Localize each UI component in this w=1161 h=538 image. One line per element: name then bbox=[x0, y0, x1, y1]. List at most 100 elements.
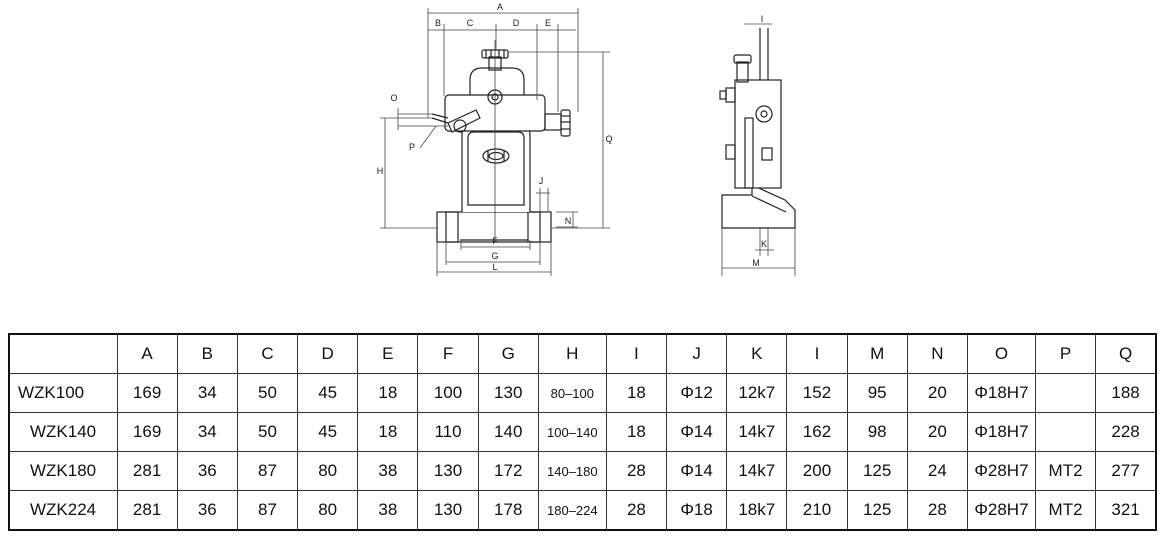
side-view bbox=[719, 28, 796, 229]
table-cell: 38 bbox=[357, 490, 419, 531]
table-cell: Φ18H7 bbox=[966, 373, 1036, 413]
table-cell: 14k7 bbox=[726, 412, 788, 452]
dim-label-q: Q bbox=[605, 134, 612, 144]
table-cell: 140 bbox=[477, 412, 539, 452]
model-cell: WZK100 bbox=[8, 373, 118, 413]
table-cell: Φ18 bbox=[665, 490, 728, 531]
model-cell: WZK140 bbox=[8, 412, 118, 452]
table-cell: Φ28H7 bbox=[966, 490, 1036, 531]
table-cell: Φ28H7 bbox=[966, 451, 1036, 491]
table-cell: 34 bbox=[176, 412, 238, 452]
technical-drawing: A B C D E O P H Q J N F G L bbox=[377, 2, 796, 276]
table-cell: 172 bbox=[477, 451, 539, 491]
table-cell: 277 bbox=[1095, 451, 1157, 491]
side-dimension-labels: I K M bbox=[752, 14, 767, 268]
header-j: J bbox=[665, 333, 728, 374]
table-cell: 18 bbox=[357, 373, 419, 413]
header-d: D bbox=[297, 333, 359, 374]
dim-label-e: E bbox=[545, 18, 551, 28]
dim-label-g: G bbox=[491, 251, 498, 261]
table-cell: 125 bbox=[846, 451, 908, 491]
header-i: I bbox=[605, 333, 668, 374]
table-cell: 169 bbox=[116, 412, 178, 452]
front-dimensions bbox=[380, 8, 610, 276]
dim-label-b: B bbox=[435, 18, 441, 28]
table-cell: 36 bbox=[176, 451, 238, 491]
dim-label-c: C bbox=[467, 18, 474, 28]
dim-label-h: H bbox=[377, 166, 384, 176]
table-cell: 80–100 bbox=[537, 373, 607, 413]
table-cell: 18k7 bbox=[726, 490, 788, 531]
table-cell: 20 bbox=[906, 412, 968, 452]
table-cell: 18 bbox=[605, 373, 668, 413]
header-e: E bbox=[357, 333, 419, 374]
table-cell: 50 bbox=[236, 412, 299, 452]
table-cell: 228 bbox=[1095, 412, 1157, 452]
table-cell: 210 bbox=[786, 490, 848, 531]
table-cell: 98 bbox=[846, 412, 908, 452]
table-cell: Φ14 bbox=[665, 412, 728, 452]
table-cell: 188 bbox=[1095, 373, 1157, 413]
dim-label-l: L bbox=[492, 262, 497, 272]
dim-label-a: A bbox=[497, 2, 503, 12]
table-cell: 45 bbox=[297, 373, 359, 413]
dim-label-p: P bbox=[409, 142, 415, 152]
dim-label-j: J bbox=[539, 176, 544, 186]
table-cell: Φ18H7 bbox=[966, 412, 1036, 452]
dim-label-f: F bbox=[492, 236, 498, 246]
table-cell: 14k7 bbox=[726, 451, 788, 491]
table-cell: 140–180 bbox=[537, 451, 607, 491]
table-cell: 281 bbox=[116, 451, 178, 491]
dim-label-m: M bbox=[752, 258, 760, 268]
model-cell: WZK180 bbox=[8, 451, 118, 491]
table-cell: 125 bbox=[846, 490, 908, 531]
header-o: O bbox=[966, 333, 1036, 374]
side-dimensions bbox=[721, 23, 796, 276]
header-n: N bbox=[906, 333, 968, 374]
table-cell: 130 bbox=[477, 373, 539, 413]
table-cell: 130 bbox=[417, 490, 479, 531]
dim-label-d: D bbox=[513, 18, 520, 28]
table-cell: 24 bbox=[906, 451, 968, 491]
table-cell: 28 bbox=[906, 490, 968, 531]
table-cell: 169 bbox=[116, 373, 178, 413]
table-cell: 110 bbox=[417, 412, 479, 452]
header-i: I bbox=[786, 333, 848, 374]
table-cell: 80 bbox=[297, 451, 359, 491]
dim-label-k: K bbox=[761, 239, 767, 249]
table-cell: 162 bbox=[786, 412, 848, 452]
header-b: B bbox=[176, 333, 238, 374]
table-cell: 95 bbox=[846, 373, 908, 413]
table-cell: Φ12 bbox=[665, 373, 728, 413]
table-cell: 12k7 bbox=[726, 373, 788, 413]
table-cell: 100–140 bbox=[537, 412, 607, 452]
table-cell: 321 bbox=[1095, 490, 1157, 531]
header-g: G bbox=[477, 333, 539, 374]
header-q: Q bbox=[1095, 333, 1157, 374]
table-cell: MT2 bbox=[1034, 490, 1097, 531]
header-f: F bbox=[417, 333, 479, 374]
table-cell: 180–224 bbox=[537, 490, 607, 531]
table-cell: 34 bbox=[176, 373, 238, 413]
table-cell: 152 bbox=[786, 373, 848, 413]
front-view bbox=[431, 49, 571, 243]
header-h: H bbox=[537, 333, 607, 374]
front-dimension-labels: A B C D E O P H Q J N F G L bbox=[377, 2, 613, 272]
dim-label-n: N bbox=[565, 216, 572, 226]
header-c: C bbox=[236, 333, 299, 374]
table-cell: 18 bbox=[605, 412, 668, 452]
header-p: P bbox=[1034, 333, 1097, 374]
table-cell: 130 bbox=[417, 451, 479, 491]
header-k: K bbox=[726, 333, 788, 374]
table-cell: 87 bbox=[236, 490, 299, 531]
table-cell: 45 bbox=[297, 412, 359, 452]
table-cell: 87 bbox=[236, 451, 299, 491]
table-cell: 36 bbox=[176, 490, 238, 531]
